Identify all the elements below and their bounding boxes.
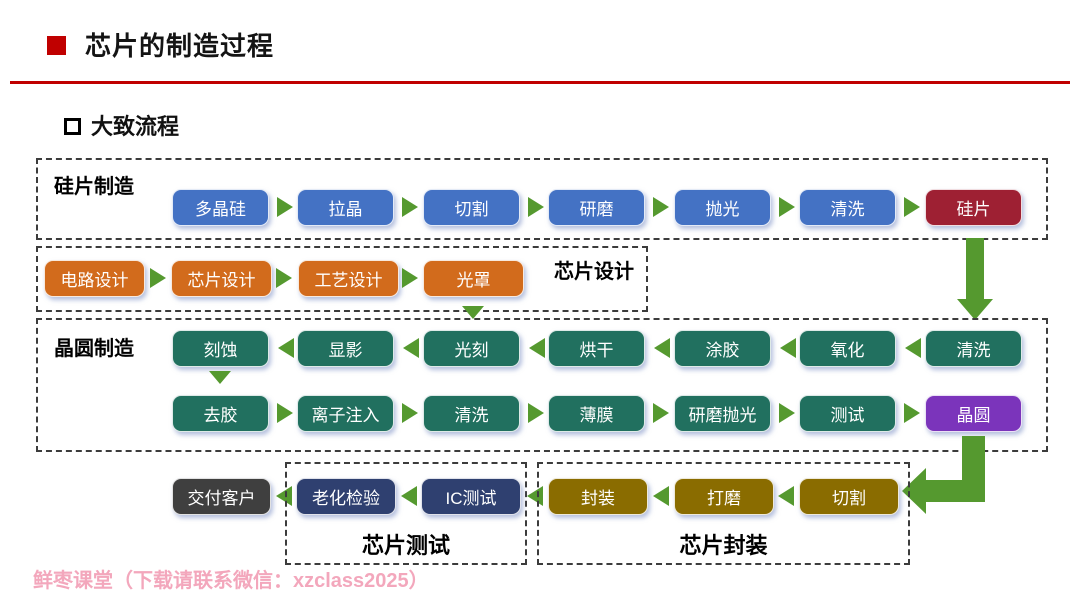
step-cleaning-2: 清洗 <box>925 330 1022 367</box>
zone-chip-design <box>36 246 648 312</box>
section-bullet-icon <box>64 118 81 135</box>
zone-label-wafer: 晶圆制造 <box>54 338 134 360</box>
zone-wafer-manufacturing <box>36 318 1048 452</box>
step-process-design: 工艺设计 <box>298 260 399 297</box>
arrow-left-icon <box>401 486 417 506</box>
arrow-right-icon <box>779 403 795 423</box>
zone-label-chip-design: 芯片设计 <box>554 261 634 283</box>
step-etching: 刻蚀 <box>172 330 269 367</box>
arrow-right-icon <box>277 197 293 217</box>
arrow-left-icon <box>902 468 926 514</box>
zone-silicon-manufacturing <box>36 158 1048 240</box>
zone-label-silicon: 硅片制造 <box>54 176 134 198</box>
arrow-right-icon <box>402 403 418 423</box>
arrow-down-icon <box>462 306 484 319</box>
arrow-right-icon <box>528 197 544 217</box>
arrow-right-icon <box>653 197 669 217</box>
arrow-down-icon <box>957 299 993 320</box>
step-polishing: 抛光 <box>674 189 771 226</box>
step-polysilicon: 多晶硅 <box>172 189 269 226</box>
arrow-left-icon <box>276 486 292 506</box>
watermark-text: 鲜枣课堂（下载请联系微信：xzclass2025） <box>33 570 429 592</box>
step-grinding: 研磨 <box>548 189 645 226</box>
arrow-right-icon <box>276 268 292 288</box>
step-photolithography: 光刻 <box>423 330 520 367</box>
arrow-left-icon <box>403 338 419 358</box>
arrow-right-icon <box>150 268 166 288</box>
title-bullet-icon <box>47 36 66 55</box>
section-title: 大致流程 <box>91 114 180 139</box>
arrow-right-icon <box>904 403 920 423</box>
arrow-right-icon <box>277 403 293 423</box>
step-ic-test: IC测试 <box>421 478 521 515</box>
title-divider <box>10 81 1070 84</box>
arrow-left-icon <box>527 486 543 506</box>
step-wafer-testing: 测试 <box>799 395 896 432</box>
arrow-left-icon <box>778 486 794 506</box>
zone-chip-testing <box>285 462 527 565</box>
zone-label-chip-packaging: 芯片封装 <box>679 533 768 558</box>
arrow-right-icon <box>904 197 920 217</box>
arrow-right-icon <box>402 197 418 217</box>
arrow-down-shaft <box>966 238 984 300</box>
step-developing: 显影 <box>297 330 394 367</box>
page-title: 芯片的制造过程 <box>85 31 275 61</box>
step-lapping: 打磨 <box>674 478 774 515</box>
step-thin-film: 薄膜 <box>548 395 645 432</box>
step-coating: 涂胶 <box>674 330 771 367</box>
step-oxidation: 氧化 <box>799 330 896 367</box>
step-crystal-pulling: 拉晶 <box>297 189 394 226</box>
arrow-elbow-horizontal-shaft <box>926 480 985 502</box>
step-packaging: 封装 <box>548 478 648 515</box>
arrow-right-icon <box>402 268 418 288</box>
zone-chip-packaging <box>537 462 910 565</box>
step-drying: 烘干 <box>548 330 645 367</box>
step-grinding-polishing: 研磨抛光 <box>674 395 771 432</box>
step-silicon-wafer: 硅片 <box>925 189 1022 226</box>
step-ion-implantation: 离子注入 <box>297 395 394 432</box>
arrow-right-icon <box>528 403 544 423</box>
step-cleaning-3: 清洗 <box>423 395 520 432</box>
arrow-down-icon <box>209 371 231 384</box>
step-burn-in-test: 老化检验 <box>296 478 396 515</box>
step-stripping: 去胶 <box>172 395 269 432</box>
step-circuit-design: 电路设计 <box>44 260 145 297</box>
arrow-left-icon <box>529 338 545 358</box>
step-photomask: 光罩 <box>423 260 524 297</box>
zone-label-chip-testing: 芯片测试 <box>361 533 450 558</box>
step-delivery: 交付客户 <box>172 478 271 515</box>
arrow-left-icon <box>905 338 921 358</box>
arrow-left-icon <box>653 486 669 506</box>
step-chip-design: 芯片设计 <box>171 260 272 297</box>
step-dicing: 切割 <box>799 478 899 515</box>
step-finished-wafer: 晶圆 <box>925 395 1022 432</box>
step-cleaning: 清洗 <box>799 189 896 226</box>
arrow-right-icon <box>779 197 795 217</box>
arrow-left-icon <box>780 338 796 358</box>
arrow-left-icon <box>654 338 670 358</box>
arrow-right-icon <box>653 403 669 423</box>
step-cutting: 切割 <box>423 189 520 226</box>
arrow-left-icon <box>278 338 294 358</box>
